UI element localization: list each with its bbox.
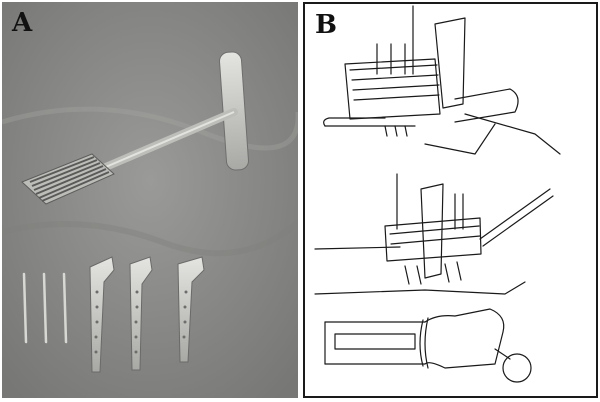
t-handle-tool	[90, 51, 249, 176]
cutting-guide-head	[21, 153, 115, 205]
drawing-top	[323, 5, 561, 155]
guide-application-drawing	[314, 5, 561, 383]
panel-b-drawing: B	[303, 2, 598, 398]
panel-a-photo: A	[2, 2, 298, 398]
panel-a-label: A	[12, 8, 33, 38]
instruments-photo	[2, 2, 298, 398]
drawing-bottom	[324, 308, 532, 383]
drawing-middle	[314, 173, 554, 295]
panel-b-label: B	[315, 10, 337, 40]
guide-pins	[22, 272, 68, 344]
